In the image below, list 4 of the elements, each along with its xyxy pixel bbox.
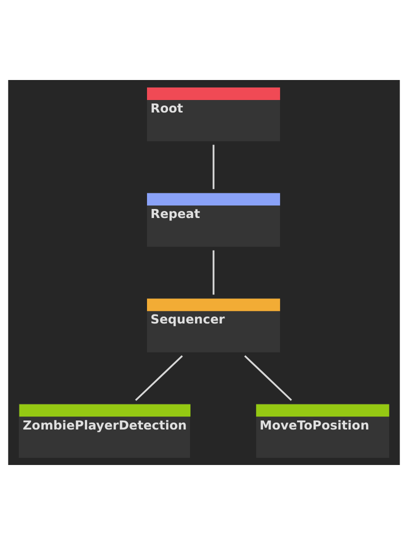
connector	[135, 355, 183, 401]
connector	[244, 355, 292, 401]
connector	[212, 144, 214, 190]
connector	[212, 250, 214, 295]
